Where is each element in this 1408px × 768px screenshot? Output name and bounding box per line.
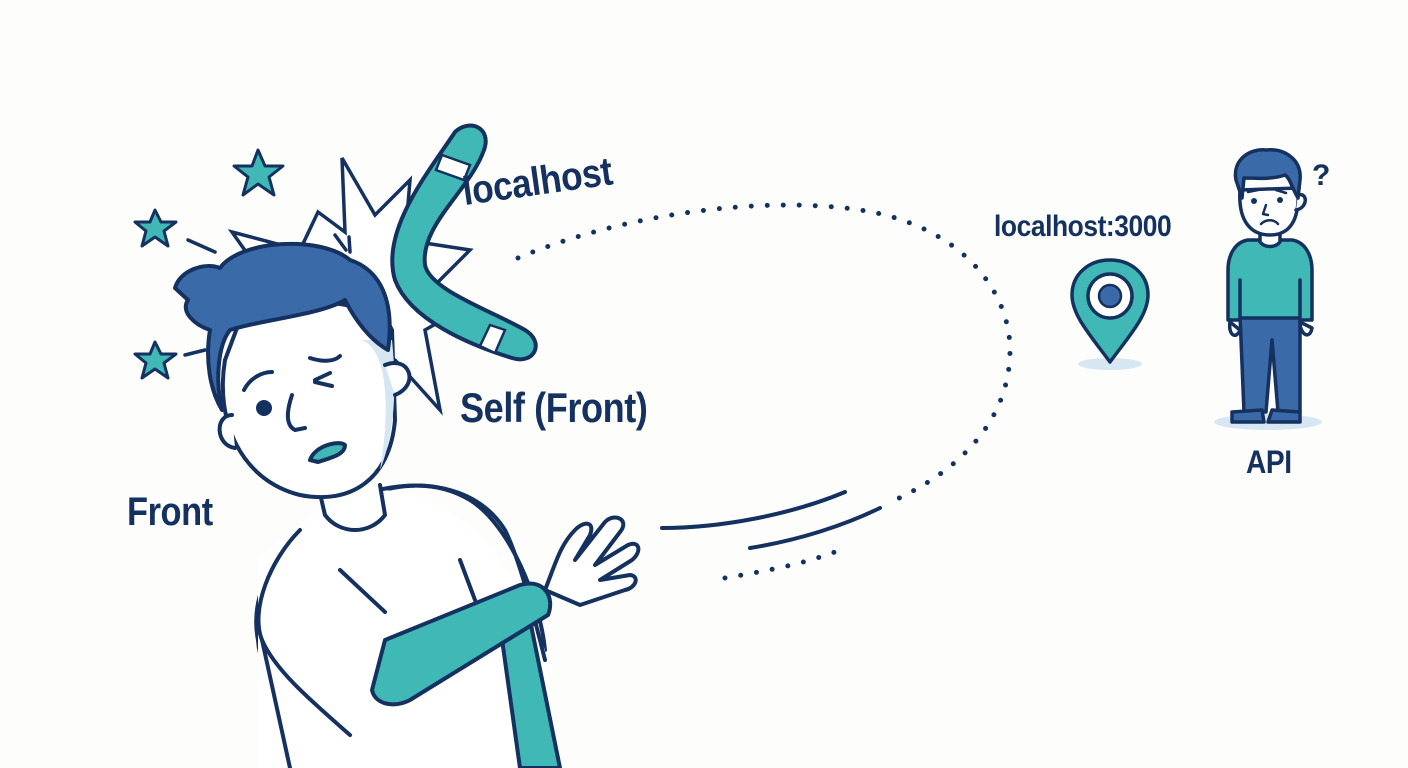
target-address-label: localhost:3000 — [994, 210, 1172, 243]
motion-lines — [660, 490, 882, 550]
map-pin-icon — [1070, 258, 1150, 370]
boomerang-flight-path — [515, 202, 1013, 581]
api-label: API — [1246, 444, 1292, 480]
question-mark-icon: ? — [1312, 159, 1330, 192]
boomerang-icon — [390, 123, 538, 362]
front-person-figure — [173, 241, 641, 768]
dizzy-stars-icon — [133, 148, 285, 380]
front-label: Front — [127, 490, 213, 534]
self-front-label: Self (Front) — [460, 384, 648, 431]
api-person-figure — [1214, 148, 1322, 430]
